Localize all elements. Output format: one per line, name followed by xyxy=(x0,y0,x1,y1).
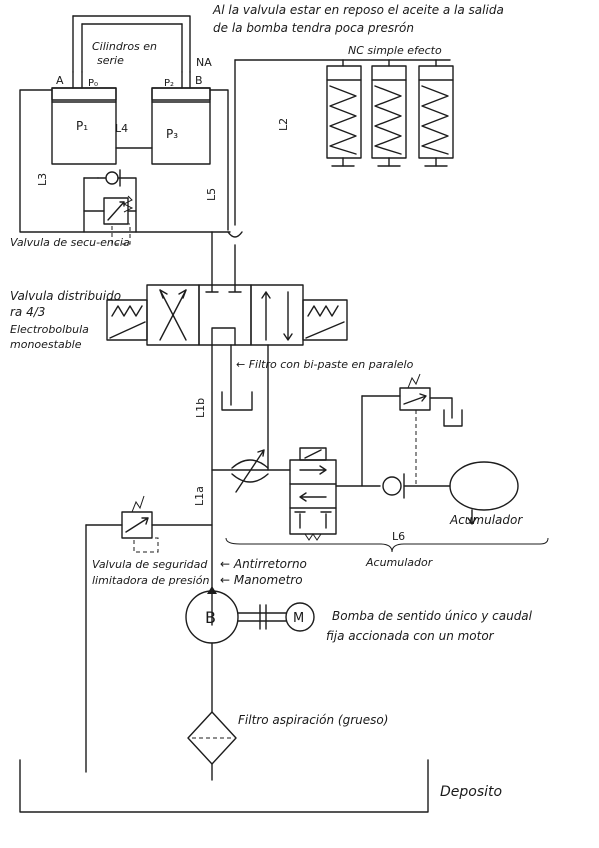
flow-control-valve xyxy=(231,449,269,493)
distributor-label-line4: monoestable xyxy=(10,338,82,351)
accumulator-label-1: Acumulador xyxy=(449,513,523,527)
sequence-valve xyxy=(83,169,137,245)
distributor-label-line2: ra 4/3 xyxy=(10,305,45,319)
sequence-valve-label: Valvula de secu-encia xyxy=(10,236,130,249)
line-l1a-label: L1a xyxy=(193,486,206,506)
antiretorno-label: ← Antirretorno xyxy=(220,557,307,571)
accumulator-label-2: Acumulador xyxy=(365,556,434,569)
series-cylinders: Cilindros en serie A P₀ P₁ P₂ B NA P₃ L4 xyxy=(51,15,212,165)
distributor-valve-4-3: Valvula distribuido ra 4/3 Electrobolbul… xyxy=(10,284,348,351)
pump-label-line1: Bomba de sentido único y caudal xyxy=(332,609,533,623)
distributor-label-line3: Electrobolbula xyxy=(10,323,89,336)
port-a-label: A xyxy=(56,74,64,87)
cylinders-caption-line1: Cilindros en xyxy=(92,40,157,53)
accumulator xyxy=(449,461,519,525)
port-p2-label: P₂ xyxy=(164,78,174,89)
nc-single-acting-label: NC simple efecto xyxy=(348,44,442,57)
line-l1b-label: L1b xyxy=(194,398,207,418)
single-acting-cylinders: NC simple efecto xyxy=(234,44,454,167)
deposit-label: Deposito xyxy=(440,784,502,800)
manometro-label: ← Manometro xyxy=(220,573,303,587)
suction-filter-label: Filtro aspiración (grueso) xyxy=(238,713,388,727)
port-b-label: B xyxy=(195,74,203,87)
top-note-line2: de la bomba tendra poca presrón xyxy=(213,21,414,35)
cylinder-p3-label: P₃ xyxy=(166,127,178,141)
pump-label-line2: fija accionada con un motor xyxy=(326,629,495,643)
safety-valve-label-line1: Valvula de seguridad xyxy=(92,558,208,571)
motor-symbol: M xyxy=(293,611,304,626)
na-label: NA xyxy=(196,56,212,69)
line-l4-label: L4 xyxy=(115,122,128,135)
filter-bypass-label: ← Filtro con bi-paste en paralelo xyxy=(236,358,414,371)
accumulator-solenoid-valve xyxy=(289,447,381,541)
safety-valve-label-line2: limitadora de presión xyxy=(92,574,209,587)
deposit-tank xyxy=(19,759,429,813)
safety-relief-valve xyxy=(85,495,213,773)
line-l5-label: L5 xyxy=(205,188,218,201)
cylinders-caption-line2: serie xyxy=(97,54,124,67)
top-note-line1: Al la valvula estar en reposo el aceite … xyxy=(212,3,504,17)
line-l6-label: L6 xyxy=(392,530,405,543)
pump-outlet-arrow xyxy=(207,586,217,594)
port-p0-label: P₀ xyxy=(88,78,98,89)
relief-valve-right xyxy=(361,373,463,487)
cylinder-p1-label: P₁ xyxy=(76,119,88,133)
pump-motor-group: B M xyxy=(185,586,315,644)
accumulator-check-valve xyxy=(382,473,451,499)
distributor-label-line1: Valvula distribuido xyxy=(10,289,121,303)
suction-filter xyxy=(187,711,237,781)
line-l2-label: L2 xyxy=(277,118,290,131)
pump-symbol: B xyxy=(205,608,216,627)
line-l3-label: L3 xyxy=(36,173,49,186)
